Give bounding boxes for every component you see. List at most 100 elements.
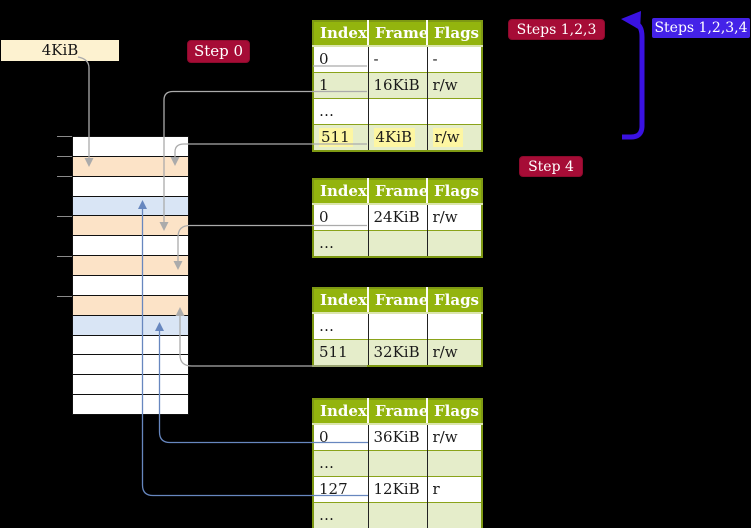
index-cell: …: [313, 450, 369, 477]
memory-row-blue: [73, 195, 188, 216]
index-cell: 0: [313, 423, 369, 451]
column-header: Frame: [368, 179, 428, 205]
memory-tick: [57, 156, 72, 157]
flags-cell: -: [427, 45, 482, 73]
memory-row-orange: [73, 294, 188, 315]
memory-row-orange: [73, 155, 188, 176]
memory-row-plain: [73, 137, 188, 156]
flags-cell: [427, 450, 482, 477]
column-header: Frame: [368, 399, 428, 425]
table-row: …: [313, 312, 482, 340]
flags-cell: r/w: [427, 72, 482, 99]
column-header: Flags: [427, 399, 482, 425]
memory-row-plain: [73, 354, 188, 375]
flags-cell: [427, 98, 482, 125]
step0-label: Step 0: [187, 40, 250, 63]
table-row: …: [313, 502, 482, 528]
memory-row-plain: [73, 374, 188, 395]
frame-cell: 24KiB: [368, 203, 428, 231]
flags-cell: r/w: [427, 423, 482, 451]
column-header: Index: [313, 179, 369, 205]
steps1234-label: Steps 1,2,3,4: [652, 18, 750, 38]
memory-row-plain: [73, 275, 188, 295]
frame-cell: [368, 502, 428, 528]
flags-cell: [427, 312, 482, 340]
highlighted-value: 511: [319, 127, 353, 147]
flags-cell: r/w: [427, 124, 482, 151]
frame-cell: [368, 312, 428, 340]
highlighted-value: r/w: [432, 127, 463, 147]
flags-cell: [427, 502, 482, 528]
index-cell: 0: [313, 203, 369, 231]
table-row: …: [313, 98, 482, 125]
column-header: Index: [313, 399, 369, 425]
memory-row-plain: [73, 235, 188, 256]
table-row: …: [313, 450, 482, 477]
column-header: Flags: [427, 21, 482, 47]
memory-tick: [57, 296, 72, 297]
frame-cell: 12KiB: [368, 476, 428, 503]
steps123-label: Steps 1,2,3: [508, 19, 605, 40]
column-header: Frame: [368, 288, 428, 314]
memory-row-plain: [73, 394, 188, 415]
column-header: Flags: [427, 288, 482, 314]
index-cell: …: [313, 502, 369, 528]
memory-row-blue: [73, 314, 188, 335]
column-header: Index: [313, 21, 369, 47]
flags-cell: r/w: [427, 203, 482, 231]
arrow-recursive-loop: [622, 21, 645, 140]
table-row: …: [313, 230, 482, 257]
index-cell: 127: [313, 476, 369, 503]
step4-label: Step 4: [519, 156, 583, 177]
highlighted-value: 4KiB: [373, 127, 416, 147]
frame-cell: [368, 450, 428, 477]
frame-cell: -: [368, 45, 428, 73]
column-header: Flags: [427, 179, 482, 205]
memory-row-plain: [73, 175, 188, 196]
memory-row-orange: [73, 215, 188, 236]
memory-tick: [57, 256, 72, 257]
flags-cell: r/w: [427, 339, 482, 366]
index-cell: …: [313, 98, 369, 125]
frame-cell: 36KiB: [368, 423, 428, 451]
index-cell: 511: [313, 339, 369, 366]
frame-cell: 32KiB: [368, 339, 428, 366]
table-row: 0--: [313, 45, 482, 73]
index-cell: 0: [313, 45, 369, 73]
frame-cell: [368, 230, 428, 257]
memory-stack: [72, 136, 189, 415]
memory-tick: [57, 136, 72, 137]
column-header: Frame: [368, 21, 428, 47]
frame-cell: [368, 98, 428, 125]
memory-tick: [57, 176, 72, 177]
frame-address-label: 4KiB: [1, 40, 119, 61]
index-cell: …: [313, 312, 369, 340]
column-header: Index: [313, 288, 369, 314]
arrow-recursive-loop-head: [621, 11, 641, 30]
flags-cell: r: [427, 476, 482, 503]
index-cell: …: [313, 230, 369, 257]
index-cell: 1: [313, 72, 369, 99]
table-row: 511 4KiB r/w: [313, 124, 482, 151]
flags-cell: [427, 230, 482, 257]
frame-cell: 4KiB: [368, 124, 428, 151]
frame-cell: 16KiB: [368, 72, 428, 99]
